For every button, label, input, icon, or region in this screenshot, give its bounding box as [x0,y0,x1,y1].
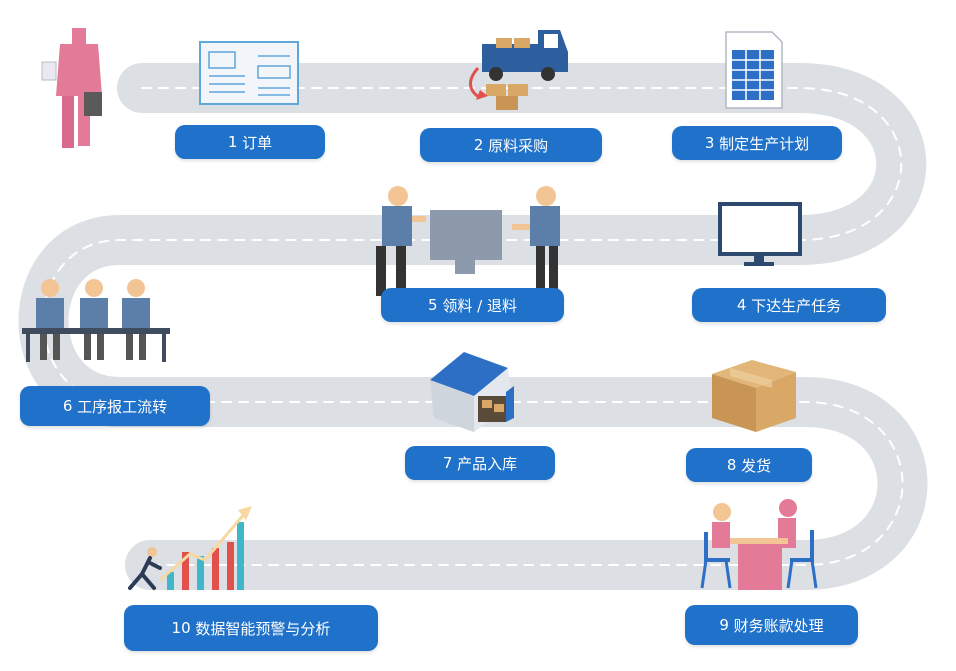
meeting-icon [700,499,818,590]
step-number: 3 [704,134,715,152]
step-8-shipping[interactable]: 8 发货 [686,448,812,482]
step-label: 数据智能预警与分析 [195,619,331,638]
step-number: 2 [473,136,484,154]
step-9-finance[interactable]: 9 财务账款处理 [685,605,858,645]
step-10-analytics[interactable]: 10 数据智能预警与分析 [124,605,378,651]
businessman-icon [41,28,102,148]
step-number: 7 [442,454,453,472]
step-2-purchase[interactable]: 2 原料采购 [420,128,602,162]
step-label: 工序报工流转 [77,397,168,416]
step-6-report[interactable]: 6 工序报工流转 [20,386,210,426]
step-label: 财务账款处理 [733,616,824,635]
step-number: 4 [736,296,747,314]
step-4-dispatch[interactable]: 4 下达生产任务 [692,288,886,322]
spreadsheet-icon [725,31,783,109]
step-label: 领料 / 退料 [442,296,517,315]
step-label: 制定生产计划 [719,134,810,153]
step-number: 8 [726,456,737,474]
step-number: 1 [227,133,238,151]
warehouse-icon [430,352,514,432]
step-number: 10 [171,619,191,637]
step-7-warehouse[interactable]: 7 产品入库 [405,446,555,480]
step-number: 9 [719,616,729,634]
growth-chart-icon [128,506,252,590]
step-3-plan[interactable]: 3 制定生产计划 [672,126,842,160]
order-form-icon [199,41,299,105]
step-label: 订单 [242,133,273,152]
cardboard-box-icon [712,360,796,432]
step-label: 发货 [741,456,772,475]
truck-icon [469,30,568,110]
step-label: 产品入库 [457,454,518,473]
step-number: 6 [62,397,73,415]
step-number: 5 [428,296,438,314]
step-label: 下达生产任务 [751,296,842,315]
monitor-icon [718,202,802,266]
step-5-material[interactable]: 5 领料 / 退料 [381,288,564,322]
step-1-order[interactable]: 1 订单 [175,125,325,159]
handover-workers-icon [376,186,560,296]
workers-icon [22,279,170,362]
step-label: 原料采购 [488,136,549,155]
